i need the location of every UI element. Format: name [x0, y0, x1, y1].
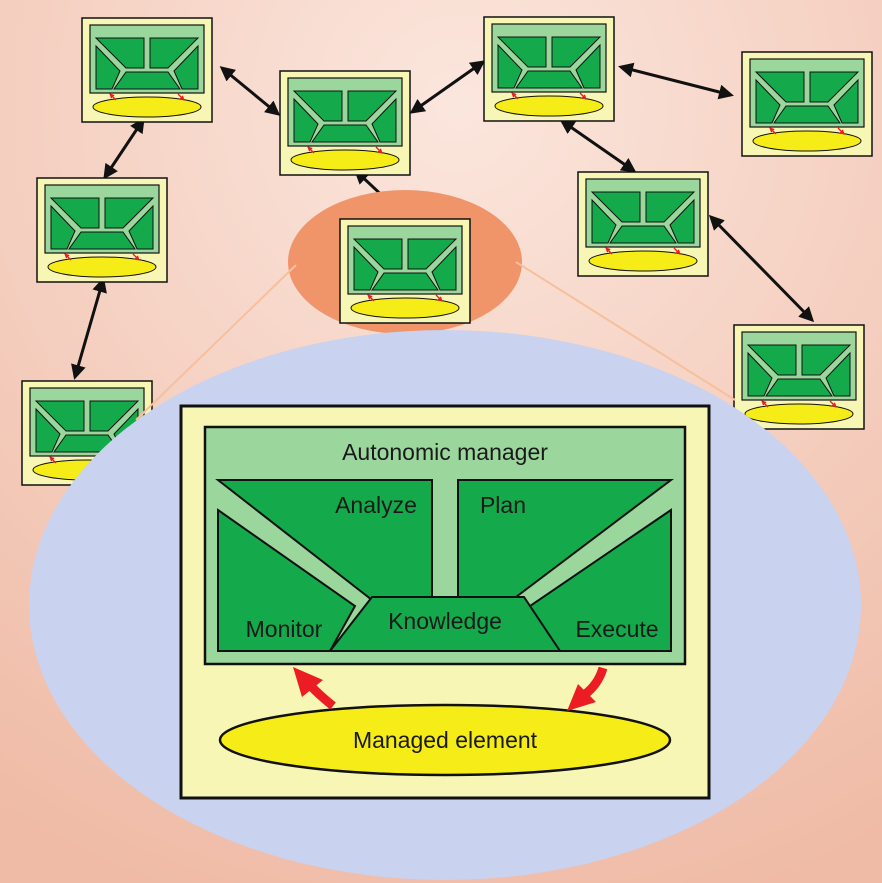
peer-arrow [103, 117, 145, 180]
mini-autonomic-element [742, 52, 872, 156]
knowledge-region [327, 596, 562, 652]
zoom-connector-left [135, 264, 297, 421]
peer-arrow [708, 214, 815, 323]
monitor-label: Monitor [246, 616, 323, 642]
peer-arrow [618, 62, 734, 100]
managed-element-ellipse [218, 703, 672, 777]
knowledge-label: Knowledge [388, 608, 502, 634]
peer-links [71, 60, 815, 380]
monitor-feedback-arrowhead [293, 667, 323, 697]
peer-arrow [71, 277, 107, 380]
execute-label: Execute [575, 616, 658, 642]
peer-arrow [219, 66, 281, 116]
autonomic-manager-title: Autonomic manager [342, 439, 548, 465]
plan-label: Plan [480, 492, 526, 518]
mini-autonomic-element [280, 71, 410, 175]
mini-autonomic-element [484, 17, 614, 121]
zoom-connector-right [515, 261, 736, 401]
mini-autonomic-element [734, 325, 864, 429]
execute-feedback-arrowhead [567, 684, 596, 711]
mini-autonomic-element [82, 18, 212, 122]
peer-arrow [559, 119, 637, 173]
autonomic-element-detail: Autonomic manager Analyze Plan Monitor K… [179, 404, 711, 800]
mini-autonomic-element [340, 219, 470, 323]
peer-arrow [409, 60, 486, 114]
analyze-label: Analyze [335, 492, 417, 518]
mini-autonomic-element [578, 172, 708, 276]
managed-element-label: Managed element [353, 727, 538, 753]
mini-autonomic-element [37, 178, 167, 282]
